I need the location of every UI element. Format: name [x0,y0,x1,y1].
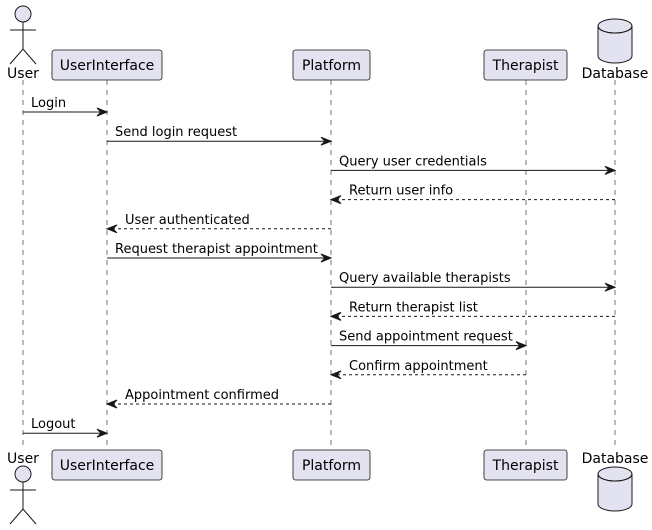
message-1: Login [23,96,109,117]
message-label: Request therapist appointment [115,242,318,257]
message-3: Query user credentials [331,154,617,175]
participant-therapist-bottom: Therapist [483,449,568,481]
participant-label: Database [582,451,649,467]
arrowhead-icon [96,428,109,438]
participant-db-top: Database [582,18,649,82]
actor-icon [9,5,37,65]
participant-box [51,449,163,481]
message-label: User authenticated [125,213,250,228]
participant-box [483,49,568,81]
participant-box [483,449,568,481]
arrowhead-icon [105,399,118,409]
participant-label: User [7,66,39,82]
participant-label: Therapist [492,458,559,474]
message-11: Appointment confirmed [105,388,331,409]
arrowhead-icon [515,341,528,351]
message-label: Send login request [115,125,237,140]
arrowhead-icon [105,224,118,234]
participant-label: Therapist [492,58,559,74]
arrowhead-icon [604,165,617,175]
arrowhead-icon [329,370,342,380]
arrowhead-icon [96,107,109,117]
message-2: Send login request [107,125,333,146]
participant-user-bottom: User [7,451,39,525]
participant-label: UserInterface [60,458,155,474]
message-8: Return therapist list [329,300,615,321]
message-6: Request therapist appointment [107,242,333,263]
participant-therapist-top: Therapist [483,49,568,81]
participant-label: Platform [302,458,361,474]
participant-db-bottom: Database [582,451,649,512]
message-10: Confirm appointment [329,359,526,380]
arrowhead-icon [320,253,333,263]
arrowhead-icon [329,195,342,205]
participant-platform-bottom: Platform [292,449,371,481]
database-icon [597,466,633,512]
lifelines [22,80,616,450]
message-5: User authenticated [105,213,331,234]
actor-icon [9,465,37,525]
message-label: Confirm appointment [349,359,488,374]
message-label: Appointment confirmed [125,388,279,403]
participant-label: User [7,451,39,467]
participant-label: UserInterface [60,58,155,74]
database-icon [597,18,633,64]
participant-label: Database [582,66,649,82]
participant-ui-top: UserInterface [51,49,163,81]
message-label: Login [31,96,66,111]
message-label: Logout [31,417,76,432]
message-label: Return user info [349,184,453,199]
participant-platform-top: Platform [292,49,371,81]
message-label: Return therapist list [349,300,478,315]
message-9: Send appointment request [331,330,528,351]
participant-ui-bottom: UserInterface [51,449,163,481]
participant-box [51,49,163,81]
participant-box [292,49,371,81]
participant-box [292,449,371,481]
arrowhead-icon [329,311,342,321]
message-label: Query user credentials [339,154,487,169]
message-7: Query available therapists [331,271,617,292]
message-label: Query available therapists [339,271,511,286]
message-label: Send appointment request [339,330,513,345]
participant-user-top: User [7,5,39,82]
arrowhead-icon [320,136,333,146]
participant-label: Platform [302,58,361,74]
arrowhead-icon [604,282,617,292]
message-12: Logout [23,417,109,438]
message-4: Return user info [329,184,615,205]
participants-bottom: User UserInterface Platform Therapist Databa… [7,449,649,525]
